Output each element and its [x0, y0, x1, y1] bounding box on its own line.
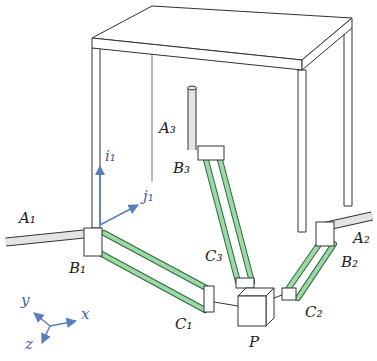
part-label: z [24, 336, 34, 353]
part-label: A₃ [158, 120, 177, 137]
parallelogram-links [98, 160, 334, 310]
part-label: B₁ [68, 260, 87, 277]
part-label: C₁ [174, 316, 194, 333]
actuator-rods [6, 86, 372, 242]
moving-platform [214, 288, 282, 326]
frame-axes [34, 166, 138, 343]
table-frame [92, 6, 352, 232]
part-label: C₂ [304, 304, 324, 321]
part-label: A₂ [352, 230, 371, 247]
part-label: i₁ [104, 148, 117, 165]
joints [84, 146, 334, 312]
part-label: A₁ [18, 210, 37, 227]
part-label: C₃ [204, 248, 224, 265]
part-label: y [20, 292, 30, 309]
part-label: B₂ [340, 254, 359, 271]
part-label: B₃ [172, 160, 191, 177]
part-label: j₁ [142, 188, 155, 205]
part-label: P [248, 334, 260, 351]
part-label: x [80, 306, 90, 323]
